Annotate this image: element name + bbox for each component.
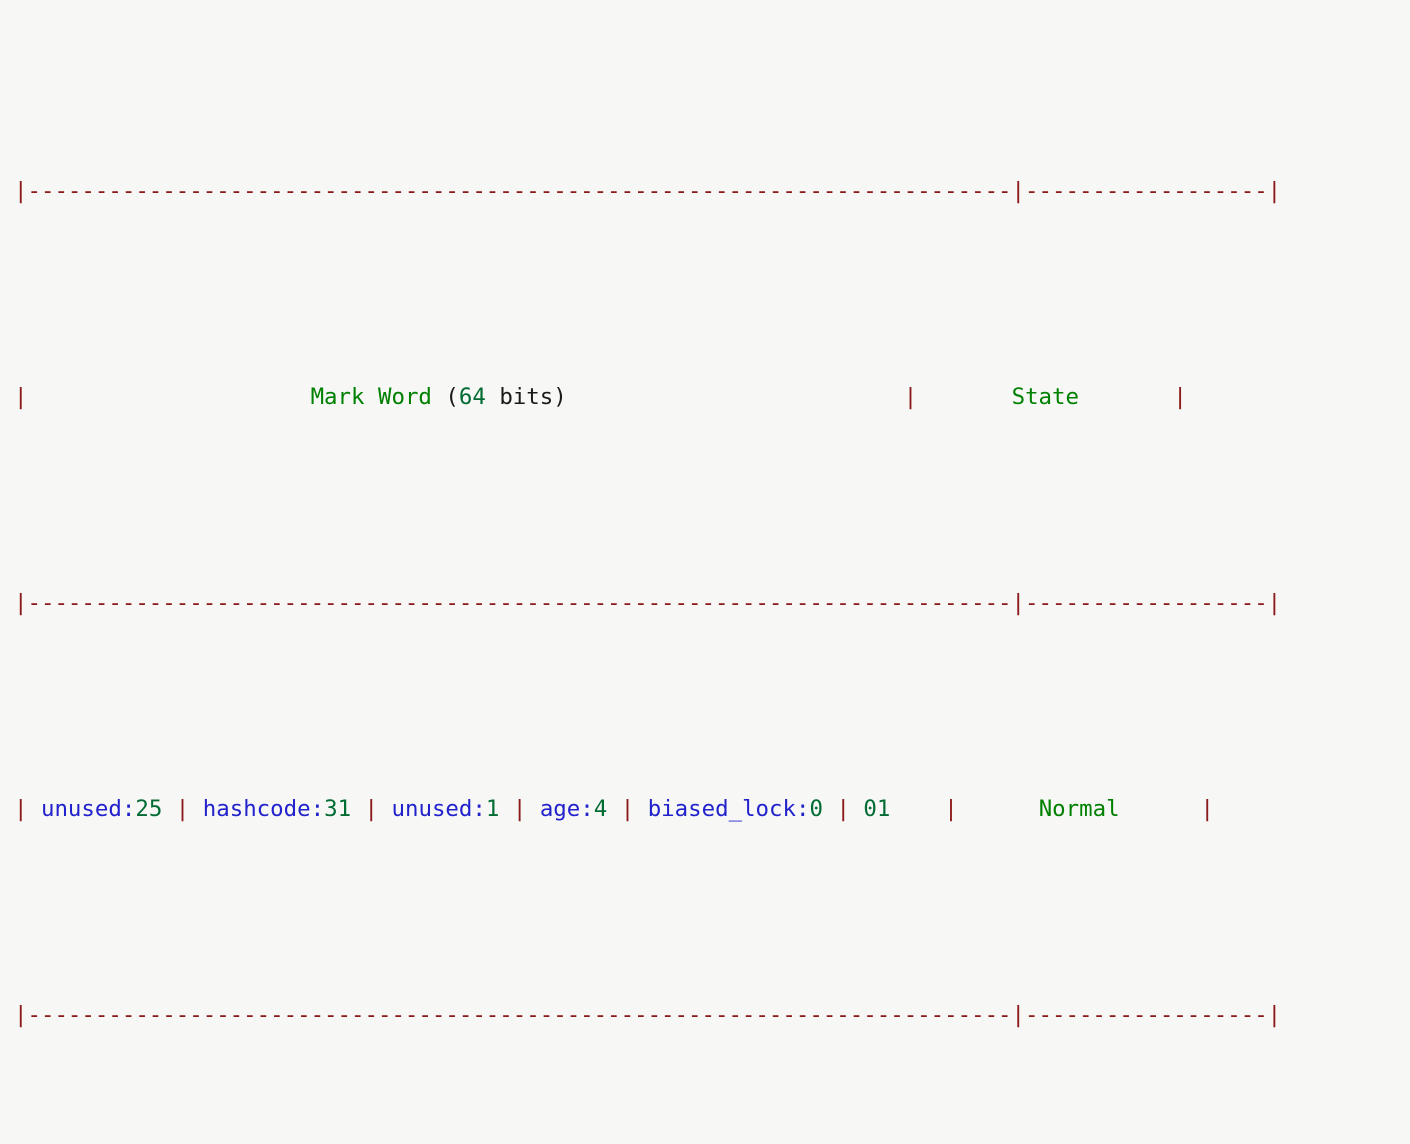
mark-word-ascii-table: |---------------------------------------… [14,6,1410,1144]
header-bits-suffix: bits) [485,383,567,410]
field-label: hashcode [202,795,311,822]
header-paren-open: ( [445,383,459,410]
pipe-icon: | [890,795,1039,822]
rule-segment: |---------------------------------------… [14,1001,1282,1028]
lock-bits: 01 [863,795,891,822]
field-label: unused [391,795,473,822]
table-rule-top: |---------------------------------------… [14,171,1410,212]
field-colon: : [796,795,810,822]
table-header-row: | Mark Word (64 bits) | State | [14,377,1410,418]
pipe-icon: | [14,383,311,410]
state-label: Normal [1038,795,1120,822]
pipe-icon: | [822,795,864,822]
field-bits: 25 [135,795,163,822]
field-bits: 31 [324,795,352,822]
field-colon: : [310,795,325,822]
table-rule: |---------------------------------------… [14,995,1410,1036]
header-bit-count: 64 [458,383,486,410]
rule-segment-left: |---------------------------------------… [14,177,1282,204]
field-label: biased_lock [647,795,796,822]
field-colon: : [580,795,594,822]
rule-segment: |---------------------------------------… [14,589,1282,616]
field-label: unused [40,795,122,822]
pipe-icon: | [1079,383,1187,410]
field-bits: 4 [593,795,608,822]
pipe-icon: | [499,795,540,822]
table-row: | unused:25 | hashcode:31 | unused:1 | a… [14,789,1410,830]
header-state-label: State [1011,383,1079,410]
pipe-icon: | [14,795,41,822]
field-bits: 1 [485,795,500,822]
field-colon: : [121,795,136,822]
pipe-icon: | [607,795,648,822]
pipe-icon: | [162,795,203,822]
field-colon: : [472,795,486,822]
pipe-icon: | [351,795,392,822]
field-label: age [539,795,581,822]
pipe-icon: | [566,383,1012,410]
table-rule-header-sep: |---------------------------------------… [14,583,1410,624]
pipe-icon: | [1119,795,1214,822]
header-mark-word-label: Mark Word [310,383,446,410]
field-bits: 0 [809,795,823,822]
